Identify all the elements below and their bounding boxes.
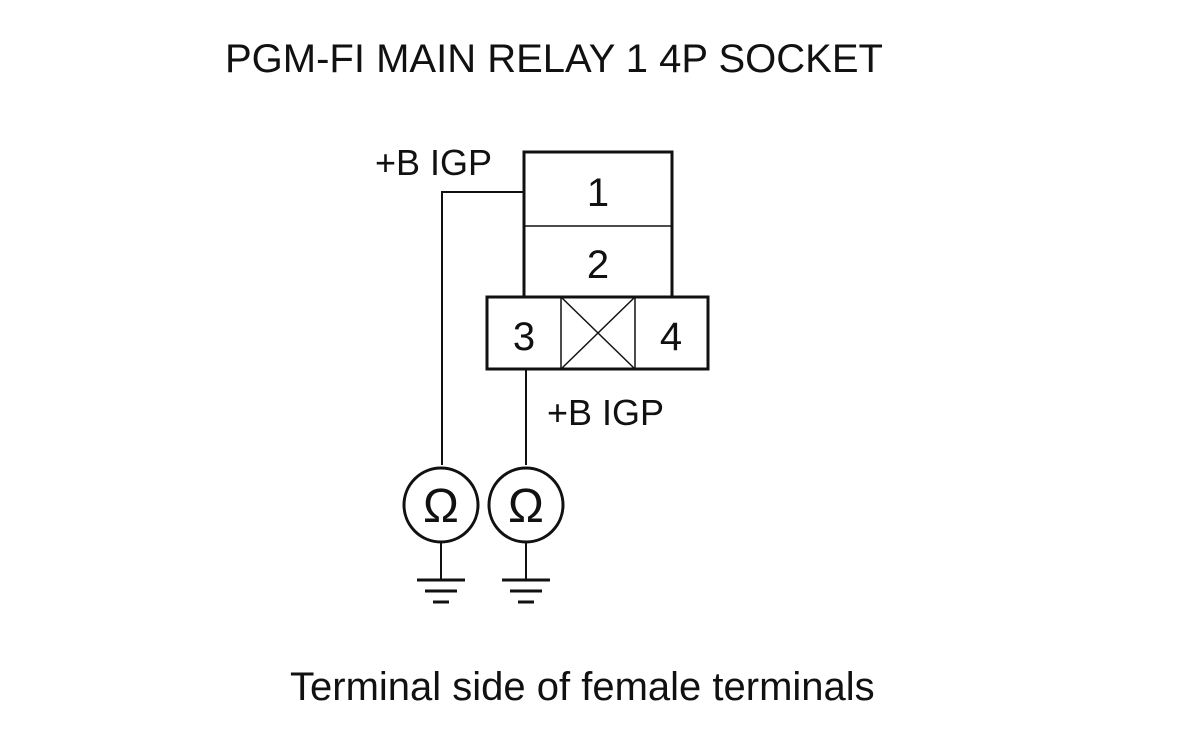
ohmmeter-icon: Ω <box>402 466 480 544</box>
ohm-symbol-1: Ω <box>423 480 459 533</box>
wire-label-terminal-1: +B IGP <box>375 142 492 183</box>
ohmmeter-icon: Ω <box>487 466 565 544</box>
terminal-4-label: 4 <box>660 315 682 359</box>
ground-icon <box>502 542 550 604</box>
terminal-3-label: 3 <box>513 315 535 359</box>
diagram-caption: Terminal side of female terminals <box>290 665 875 709</box>
ground-icon <box>417 542 465 604</box>
terminal-1-label: 1 <box>587 171 609 215</box>
wire-label-terminal-3: +B IGP <box>547 392 664 433</box>
blank-cavity-icon <box>560 296 636 370</box>
wire-terminal-1 <box>441 191 524 465</box>
ohm-symbol-2: Ω <box>508 480 544 533</box>
terminal-2-label: 2 <box>587 243 609 287</box>
connector-socket: 1 2 3 4 <box>485 150 710 371</box>
page-title: PGM-FI MAIN RELAY 1 4P SOCKET <box>225 37 883 81</box>
